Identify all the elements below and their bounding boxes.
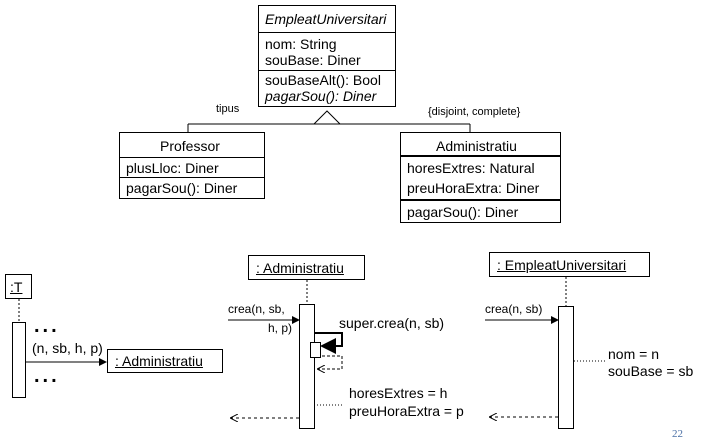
- object-label: : EmpleatUniversitari: [497, 257, 627, 273]
- object-t[interactable]: :T: [5, 274, 32, 299]
- assign-hores-extres: horesExtres = h: [349, 385, 448, 401]
- assign-nom: nom = n: [608, 346, 659, 362]
- object-label: : Administratiu: [115, 353, 203, 369]
- activation-empleat: [558, 306, 574, 429]
- operation: pagarSou(): Diner: [126, 180, 238, 196]
- class-empleat-universitari[interactable]: EmpleatUniversitari nom: String souBase:…: [258, 5, 396, 107]
- super-call-label: super.crea(n, sb): [339, 315, 445, 331]
- class-name: Professor: [160, 138, 220, 154]
- assign-sou-base: souBase = sb: [608, 363, 694, 379]
- call-params-label: (n, sb, h, p): [32, 340, 103, 356]
- generalization-label-right: {disjoint, complete}: [428, 106, 521, 118]
- operation: pagarSou(): Diner: [407, 204, 519, 220]
- crea-call-label-1: crea(n, sb,: [228, 302, 285, 316]
- attribute: nom: String: [265, 36, 337, 52]
- super-call-arrow: [315, 332, 343, 354]
- dots-bottom: ...: [34, 365, 60, 387]
- attribute: preuHoraExtra: Diner: [407, 180, 540, 196]
- activation-nested: [310, 342, 321, 358]
- class-administratiu[interactable]: Administratiu horesExtres: Natural preuH…: [400, 132, 561, 223]
- object-label: : Administratiu: [256, 260, 344, 276]
- object-administratiu[interactable]: : Administratiu: [248, 255, 365, 280]
- dots-top: ...: [34, 315, 60, 337]
- created-object-administratiu[interactable]: : Administratiu: [107, 349, 223, 373]
- generalization-label-left: tipus: [216, 103, 240, 115]
- class-name: EmpleatUniversitari: [265, 11, 387, 27]
- operation: pagarSou(): Diner: [265, 88, 377, 104]
- assign-preu-hora-extra: preuHoraExtra = p: [349, 403, 464, 419]
- class-name: Administratiu: [436, 138, 517, 154]
- attribute: plusLloc: Diner: [126, 160, 219, 176]
- object-empleat-universitari[interactable]: : EmpleatUniversitari: [489, 252, 650, 277]
- super-return-arrow: [318, 355, 343, 369]
- generalization-triangle: [312, 110, 342, 125]
- attribute: horesExtres: Natural: [407, 160, 535, 176]
- operation: souBaseAlt(): Bool: [265, 72, 381, 88]
- crea-call-2-label: crea(n, sb): [485, 302, 543, 316]
- class-professor[interactable]: Professor plusLloc: Diner pagarSou(): Di…: [119, 132, 265, 199]
- object-label: :T: [10, 279, 23, 295]
- activation-t: [12, 322, 26, 398]
- crea-call-label-2: h, p): [268, 321, 293, 335]
- activation-administratiu: [299, 304, 315, 429]
- page-number: 22: [672, 428, 683, 440]
- attribute: souBase: Diner: [265, 52, 361, 68]
